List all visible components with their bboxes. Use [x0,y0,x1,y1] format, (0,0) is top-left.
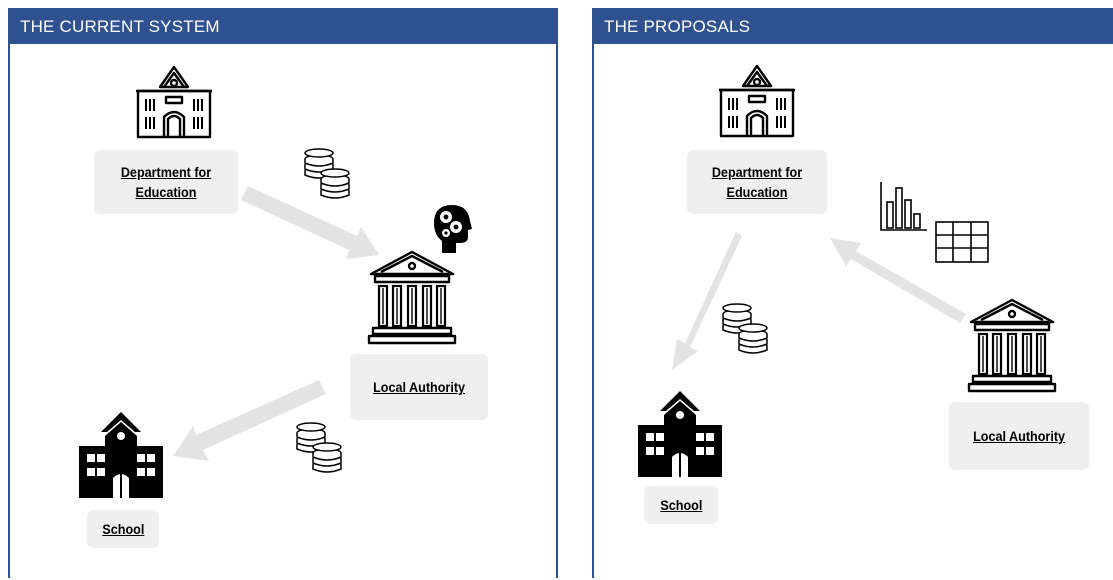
local-authority-building-icon [967,298,1057,394]
head-gears-icon [432,203,472,253]
arrow-authority-to-school [173,380,326,461]
flow-arrows [173,186,379,461]
node-label: Local Authority [373,379,465,395]
coins-icon [719,302,771,356]
local-authority-node: Local Authority [949,402,1089,470]
node-label: Department for Education [711,164,803,200]
local-authority-building-icon [367,250,457,346]
school-node: School [644,486,718,524]
arrow-authority-to-department [830,238,966,323]
table-grid-icon [935,221,989,263]
department-for-education-node: Department for Education [94,150,238,214]
bar-chart-icon [879,180,929,232]
department-building-icon [134,61,214,141]
coins-icon [301,147,353,201]
school-node: School [87,510,159,548]
panel-title: THE PROPOSALS [594,10,1113,44]
department-building-icon [717,60,797,140]
current-system-panel: THE CURRENT SYSTEM Department for Educat… [8,8,558,578]
node-label: School [659,497,702,513]
school-icon [79,412,163,498]
proposals-panel: THE PROPOSALS Department for Education L… [592,8,1113,578]
node-label: School [101,521,144,537]
arrow-department-to-school [672,232,742,370]
flow-arrows [672,232,966,370]
arrow-dept-to-authority [241,186,379,259]
coins-icon [293,421,345,475]
local-authority-node: Local Authority [350,354,488,420]
school-icon [638,391,722,477]
node-label: Department for Education [120,164,212,200]
department-for-education-node: Department for Education [687,150,827,214]
panel-title: THE CURRENT SYSTEM [10,10,556,44]
node-label: Local Authority [973,428,1065,444]
